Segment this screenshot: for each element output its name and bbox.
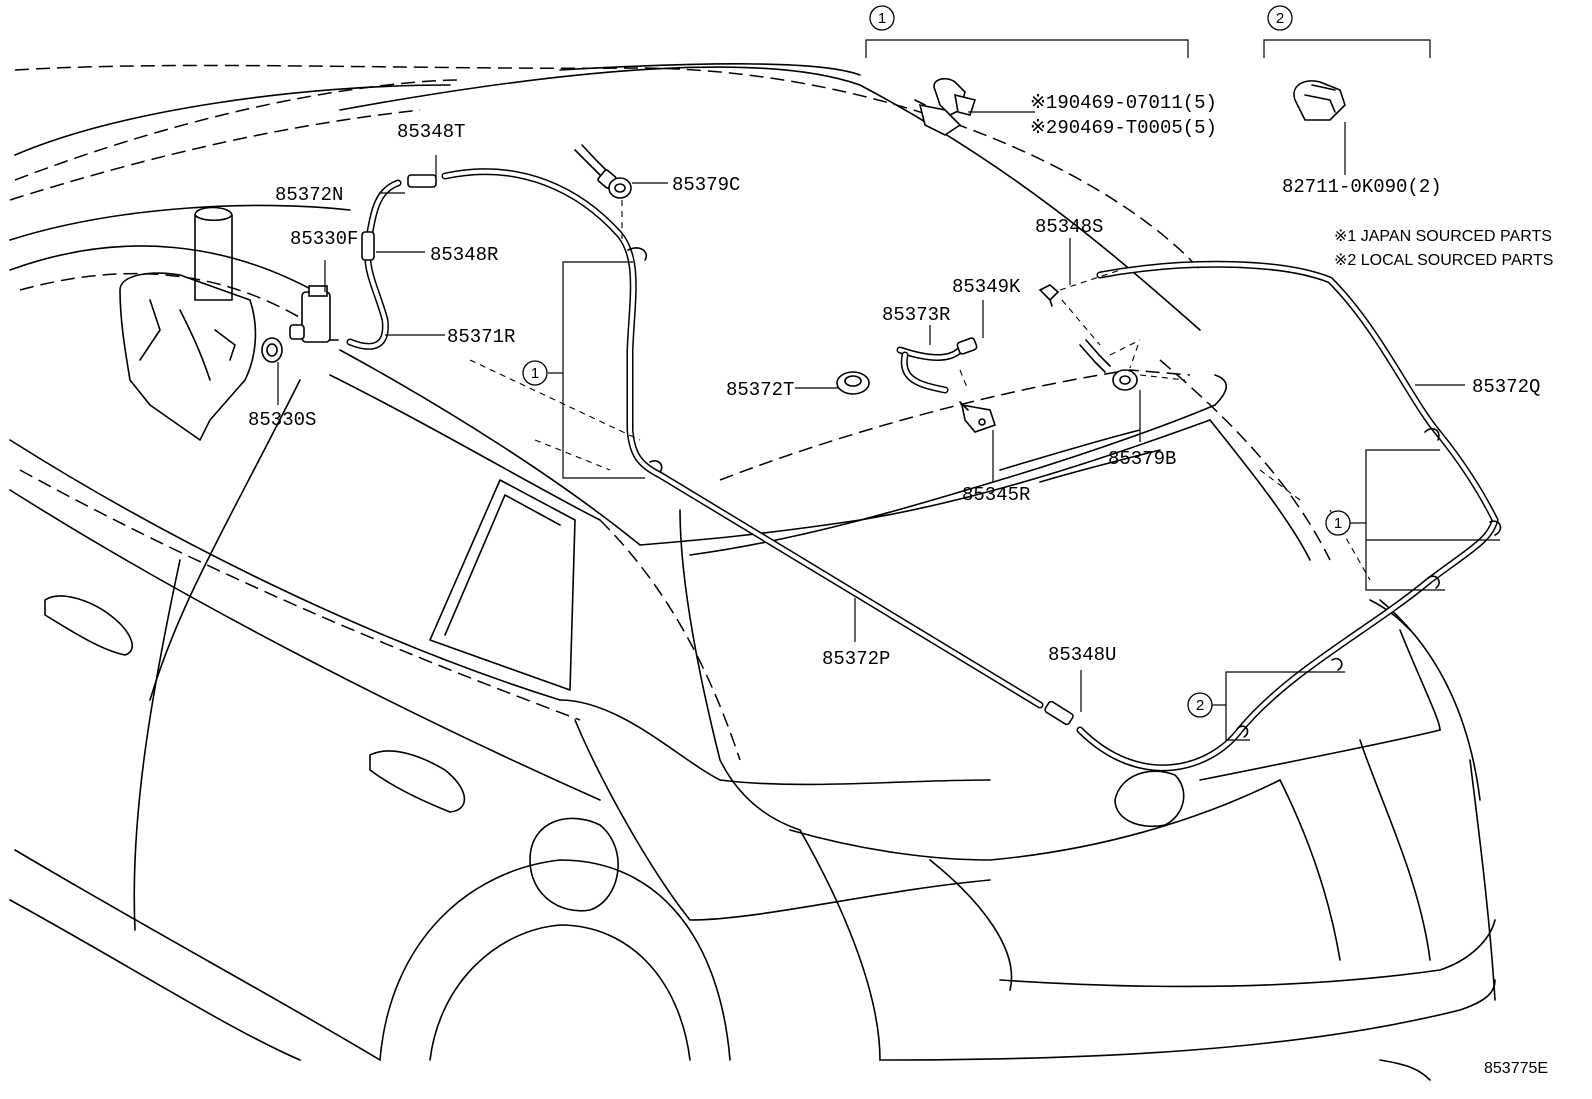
group-2-marker: 2 [1267,5,1293,31]
label-85372n: 85372N [275,184,343,206]
callout-bracket-1a [548,261,645,479]
hose-85379c [574,144,632,240]
tube-85372p [441,168,1044,709]
label-85372p: 85372P [822,648,890,670]
note-japan-sourced: ※1 JAPAN SOURCED PARTS [1334,228,1552,245]
callout-bracket-1b [1350,449,1500,591]
source-notes: ※1 JAPAN SOURCED PARTS ※2 LOCAL SOURCED … [1334,228,1553,269]
group-1-part-a: ※190469-07011(5) [1030,92,1217,114]
hose-85372n [366,179,402,236]
tube-clamps [627,247,1502,738]
group-1-marker: 1 [869,5,895,31]
callout-marker-1b: 1 [1325,510,1351,536]
svg-text:2: 2 [1276,10,1284,27]
label-85379b: 85379B [1108,448,1176,470]
callout-bracket-2 [1212,671,1345,741]
joint-85348t [407,174,437,188]
group-2-bracket [1263,39,1431,58]
group-1-part-b: ※290469-T0005(5) [1030,117,1217,139]
cap-85372t [836,371,870,395]
vehicle-body [9,63,1496,1081]
svg-text:1: 1 [531,365,539,382]
clip-icon-group-1 [914,78,977,136]
group-1-bracket [865,39,1189,58]
label-85348s: 85348S [1035,216,1103,238]
label-85348u: 85348U [1048,644,1116,666]
label-85371r: 85371R [447,326,515,348]
hose-85371r [346,258,389,350]
clip-icon-group-2 [1293,80,1346,121]
group-part-numbers: ※190469-07011(5) ※290469-T0005(5) 82711-… [1030,92,1442,198]
washer-pump [289,285,339,343]
svg-text:1: 1 [878,10,886,27]
note-local-sourced: ※2 LOCAL SOURCED PARTS [1334,252,1553,269]
washer-tank [119,206,257,441]
grommet-85330s [261,337,283,363]
callout-marker-2: 2 [1187,692,1213,718]
hose-85373r [896,346,964,394]
svg-text:2: 2 [1196,697,1204,714]
label-85373r: 85373R [882,304,950,326]
label-85348t: 85348T [397,121,465,143]
label-85345r: 85345R [962,484,1030,506]
joint-85349k [956,337,978,355]
svg-text:1: 1 [1334,515,1342,532]
part-labels: 85348T 85372N 85330F 85348R 85371R 85330… [248,121,1540,670]
label-85349k: 85349K [952,276,1021,298]
leader-lines [277,111,1465,712]
tube-85372q [1076,260,1499,772]
hose-85379b [1079,339,1138,391]
callout-marker-1a: 1 [522,360,548,386]
joint-85348s [1038,284,1060,307]
label-85330s: 85330S [248,409,316,431]
label-85372t: 85372T [726,379,794,401]
joint-85348u [1044,700,1074,726]
diagram-ref-code: 853775E [1484,1060,1548,1077]
group-2-part-a: 82711-0K090(2) [1282,176,1442,198]
label-85379c: 85379C [672,174,740,196]
label-85330f: 85330F [290,228,358,250]
nozzle-85345r [959,401,997,433]
joint-85348r [361,231,375,261]
label-85372q: 85372Q [1472,376,1540,398]
label-85348r: 85348R [430,244,498,266]
